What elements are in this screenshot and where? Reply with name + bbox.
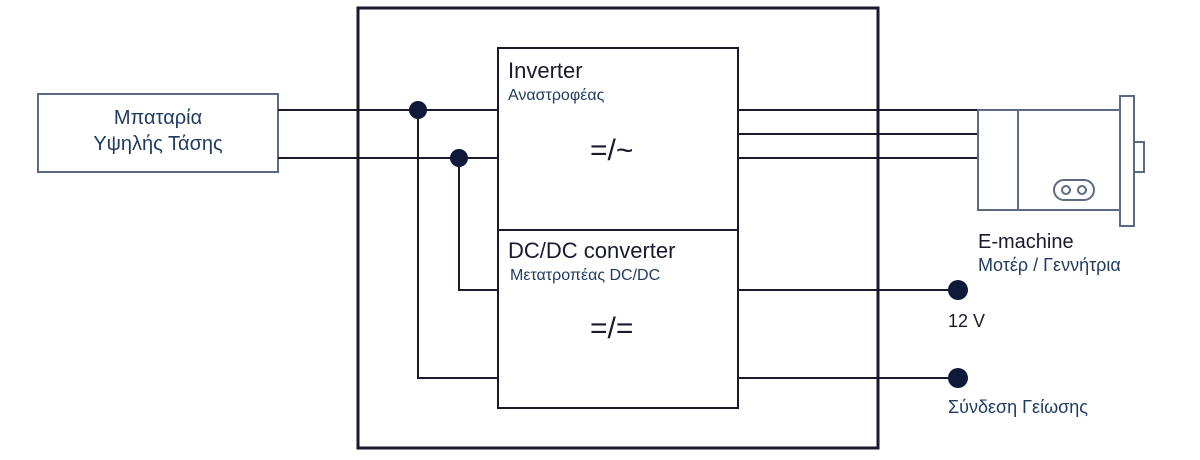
terminal-dot-12v [948, 280, 968, 300]
battery-box [37, 93, 279, 173]
emachine-subtitle: Μοτέρ / Γεννήτρια [978, 255, 1121, 275]
terminal-dot-ground [948, 368, 968, 388]
output-ground-label: Σύνδεση Γείωσης [948, 397, 1088, 417]
inverter-title: Inverter [508, 58, 583, 83]
inverter-symbol: =/~ [590, 134, 634, 167]
junction-dot-positive [409, 101, 427, 119]
battery-label-line2: Υψηλής Τάσης [93, 133, 223, 155]
branch-wire-positive [417, 110, 498, 379]
dcdc-subtitle: Μετατροπέας DC/DC [510, 267, 661, 284]
battery-label-line1: Μπαταρία [113, 107, 203, 129]
inverter-subtitle: Αναστροφέας [508, 87, 605, 104]
dcdc-title: DC/DC converter [508, 238, 676, 263]
junction-dot-negative [450, 149, 468, 167]
branch-wire-negative [458, 158, 498, 291]
emachine-icon [977, 95, 1145, 227]
dcdc-box [497, 229, 739, 409]
power-unit-housing [356, 6, 880, 450]
output-12v-label: 12 V [948, 311, 986, 331]
emachine-title: E-machine [978, 231, 1074, 253]
dcdc-symbol: =/= [590, 312, 634, 345]
